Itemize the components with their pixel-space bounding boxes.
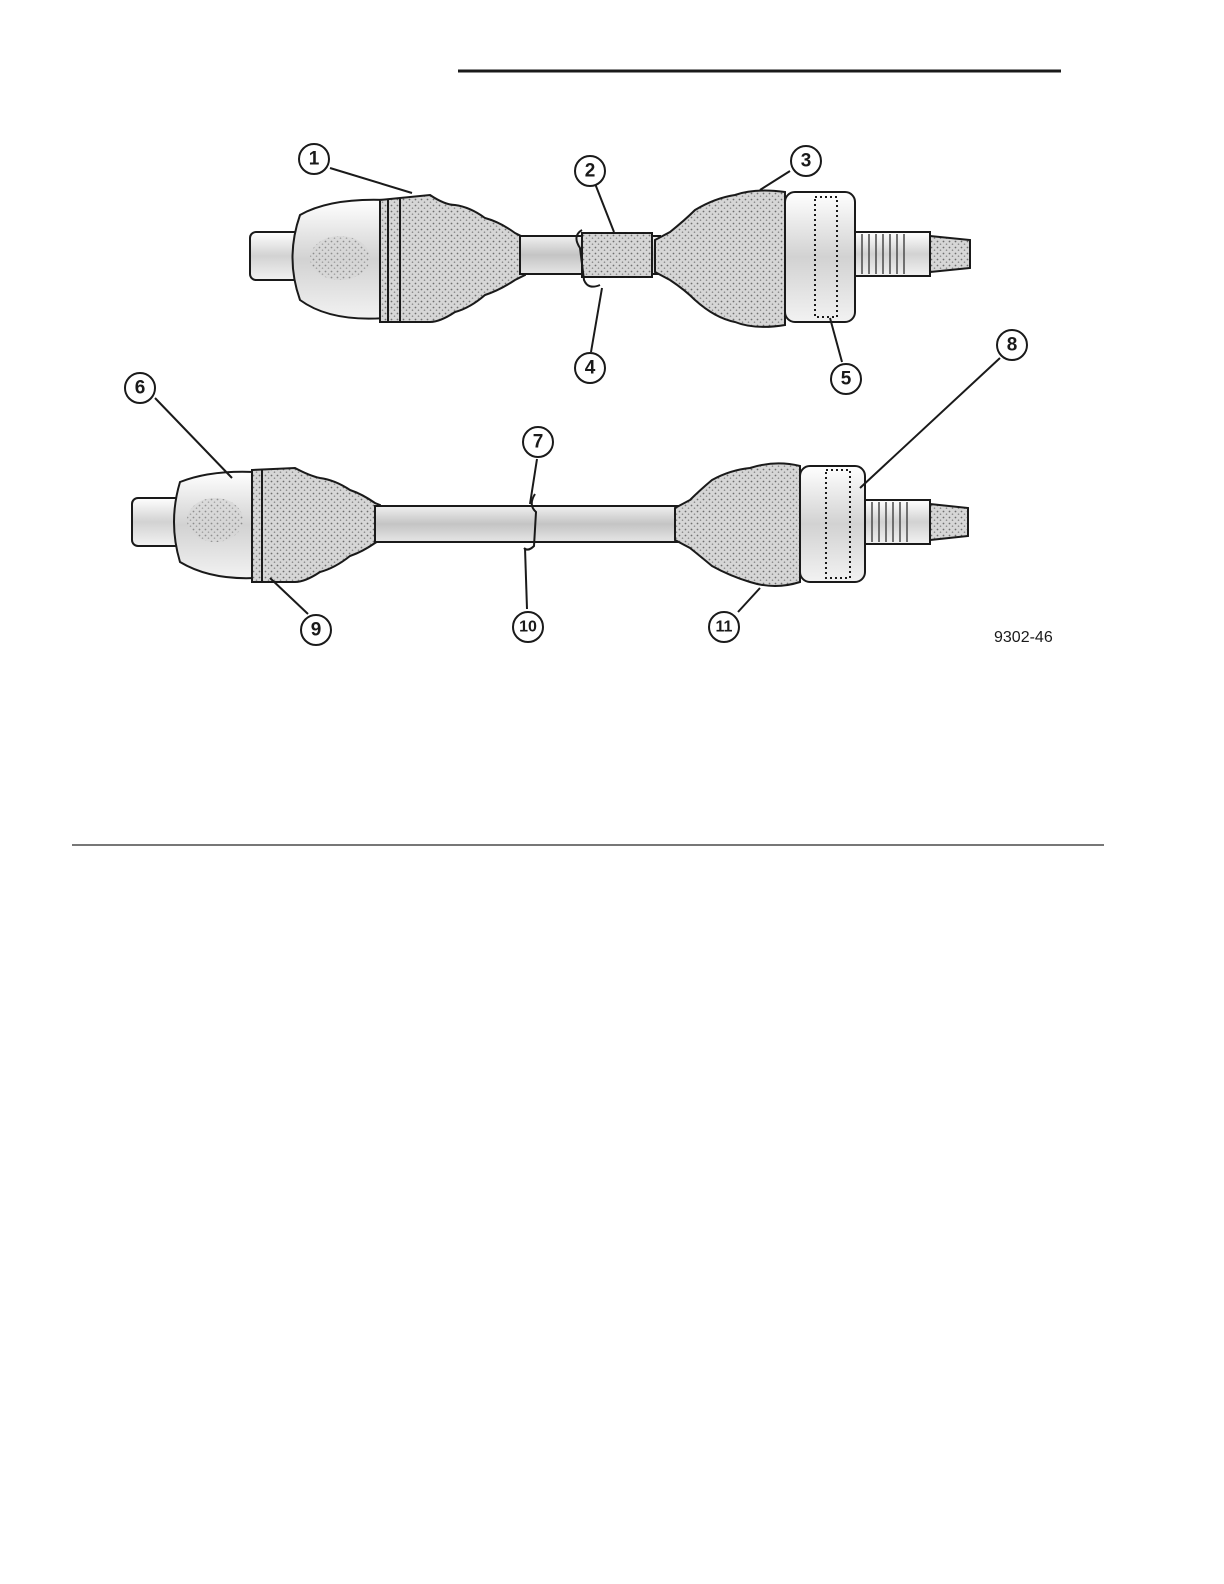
svg-text:8: 8 bbox=[1007, 335, 1018, 356]
figure-code: 9302-46 bbox=[994, 629, 1053, 646]
callout-11: 11 bbox=[709, 612, 739, 642]
callout-8: 8 bbox=[997, 330, 1027, 360]
callout-2: 2 bbox=[575, 156, 605, 186]
svg-text:5: 5 bbox=[841, 369, 852, 390]
svg-text:10: 10 bbox=[519, 619, 537, 636]
upper-outer-boot bbox=[655, 191, 785, 327]
lower-inner-boot bbox=[252, 468, 380, 582]
lower-threaded-tip bbox=[930, 504, 968, 540]
callout-5: 5 bbox=[831, 364, 861, 394]
callout-6: 6 bbox=[125, 373, 155, 403]
callout-7: 7 bbox=[523, 427, 553, 457]
upper-shaft-assembly bbox=[250, 191, 970, 327]
svg-text:11: 11 bbox=[716, 619, 733, 636]
lower-shaft-assembly bbox=[132, 463, 968, 586]
svg-text:3: 3 bbox=[801, 151, 812, 172]
lower-outer-boot bbox=[675, 463, 800, 586]
svg-text:1: 1 bbox=[309, 149, 320, 170]
upper-threaded-tip bbox=[930, 236, 970, 272]
lower-shaft bbox=[375, 506, 680, 542]
lower-spline-stub bbox=[865, 500, 930, 544]
svg-text:7: 7 bbox=[533, 432, 544, 453]
svg-text:4: 4 bbox=[585, 358, 596, 379]
upper-outer-cv-housing bbox=[785, 192, 855, 322]
svg-text:2: 2 bbox=[585, 161, 596, 182]
callout-10: 10 bbox=[513, 612, 543, 642]
lower-outer-cv-housing bbox=[800, 466, 865, 582]
callout-1: 1 bbox=[299, 144, 329, 174]
svg-text:6: 6 bbox=[135, 378, 146, 399]
callout-3: 3 bbox=[791, 146, 821, 176]
callout-4: 4 bbox=[575, 353, 605, 383]
callout-9: 9 bbox=[301, 615, 331, 645]
upper-spline-stub bbox=[855, 232, 930, 276]
svg-text:9: 9 bbox=[311, 620, 322, 641]
upper-inner-boot bbox=[380, 195, 525, 322]
upper-damper bbox=[582, 233, 652, 277]
